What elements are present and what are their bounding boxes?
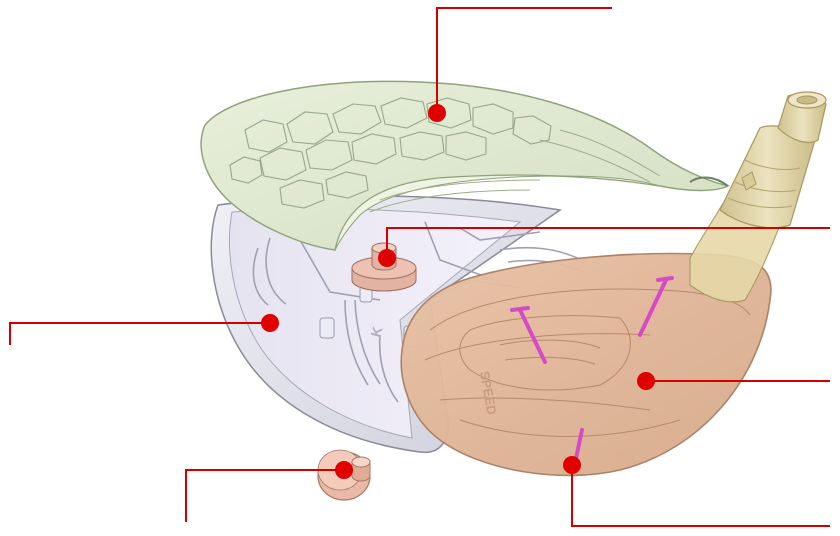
callout-marker-face-insert-center <box>637 372 655 390</box>
callout-marker-internal-weight-port <box>378 249 396 267</box>
callout-leader-removable-weight <box>185 469 344 522</box>
callout-leader-internal-weight-port <box>386 227 830 258</box>
callout-marker-face-insert-lower <box>563 456 581 474</box>
face-insert: SPEED <box>400 252 772 477</box>
callout-marker-crown <box>428 104 446 122</box>
callout-leader-face-insert-lower <box>571 465 830 527</box>
crown <box>200 80 731 251</box>
callout-marker-removable-weight <box>335 461 353 479</box>
svg-text:K: K <box>367 325 385 339</box>
callout-leader-crown <box>436 7 612 113</box>
callout-leader-body-shell <box>9 322 270 345</box>
hosel <box>689 91 827 303</box>
callout-marker-body-shell <box>261 314 279 332</box>
